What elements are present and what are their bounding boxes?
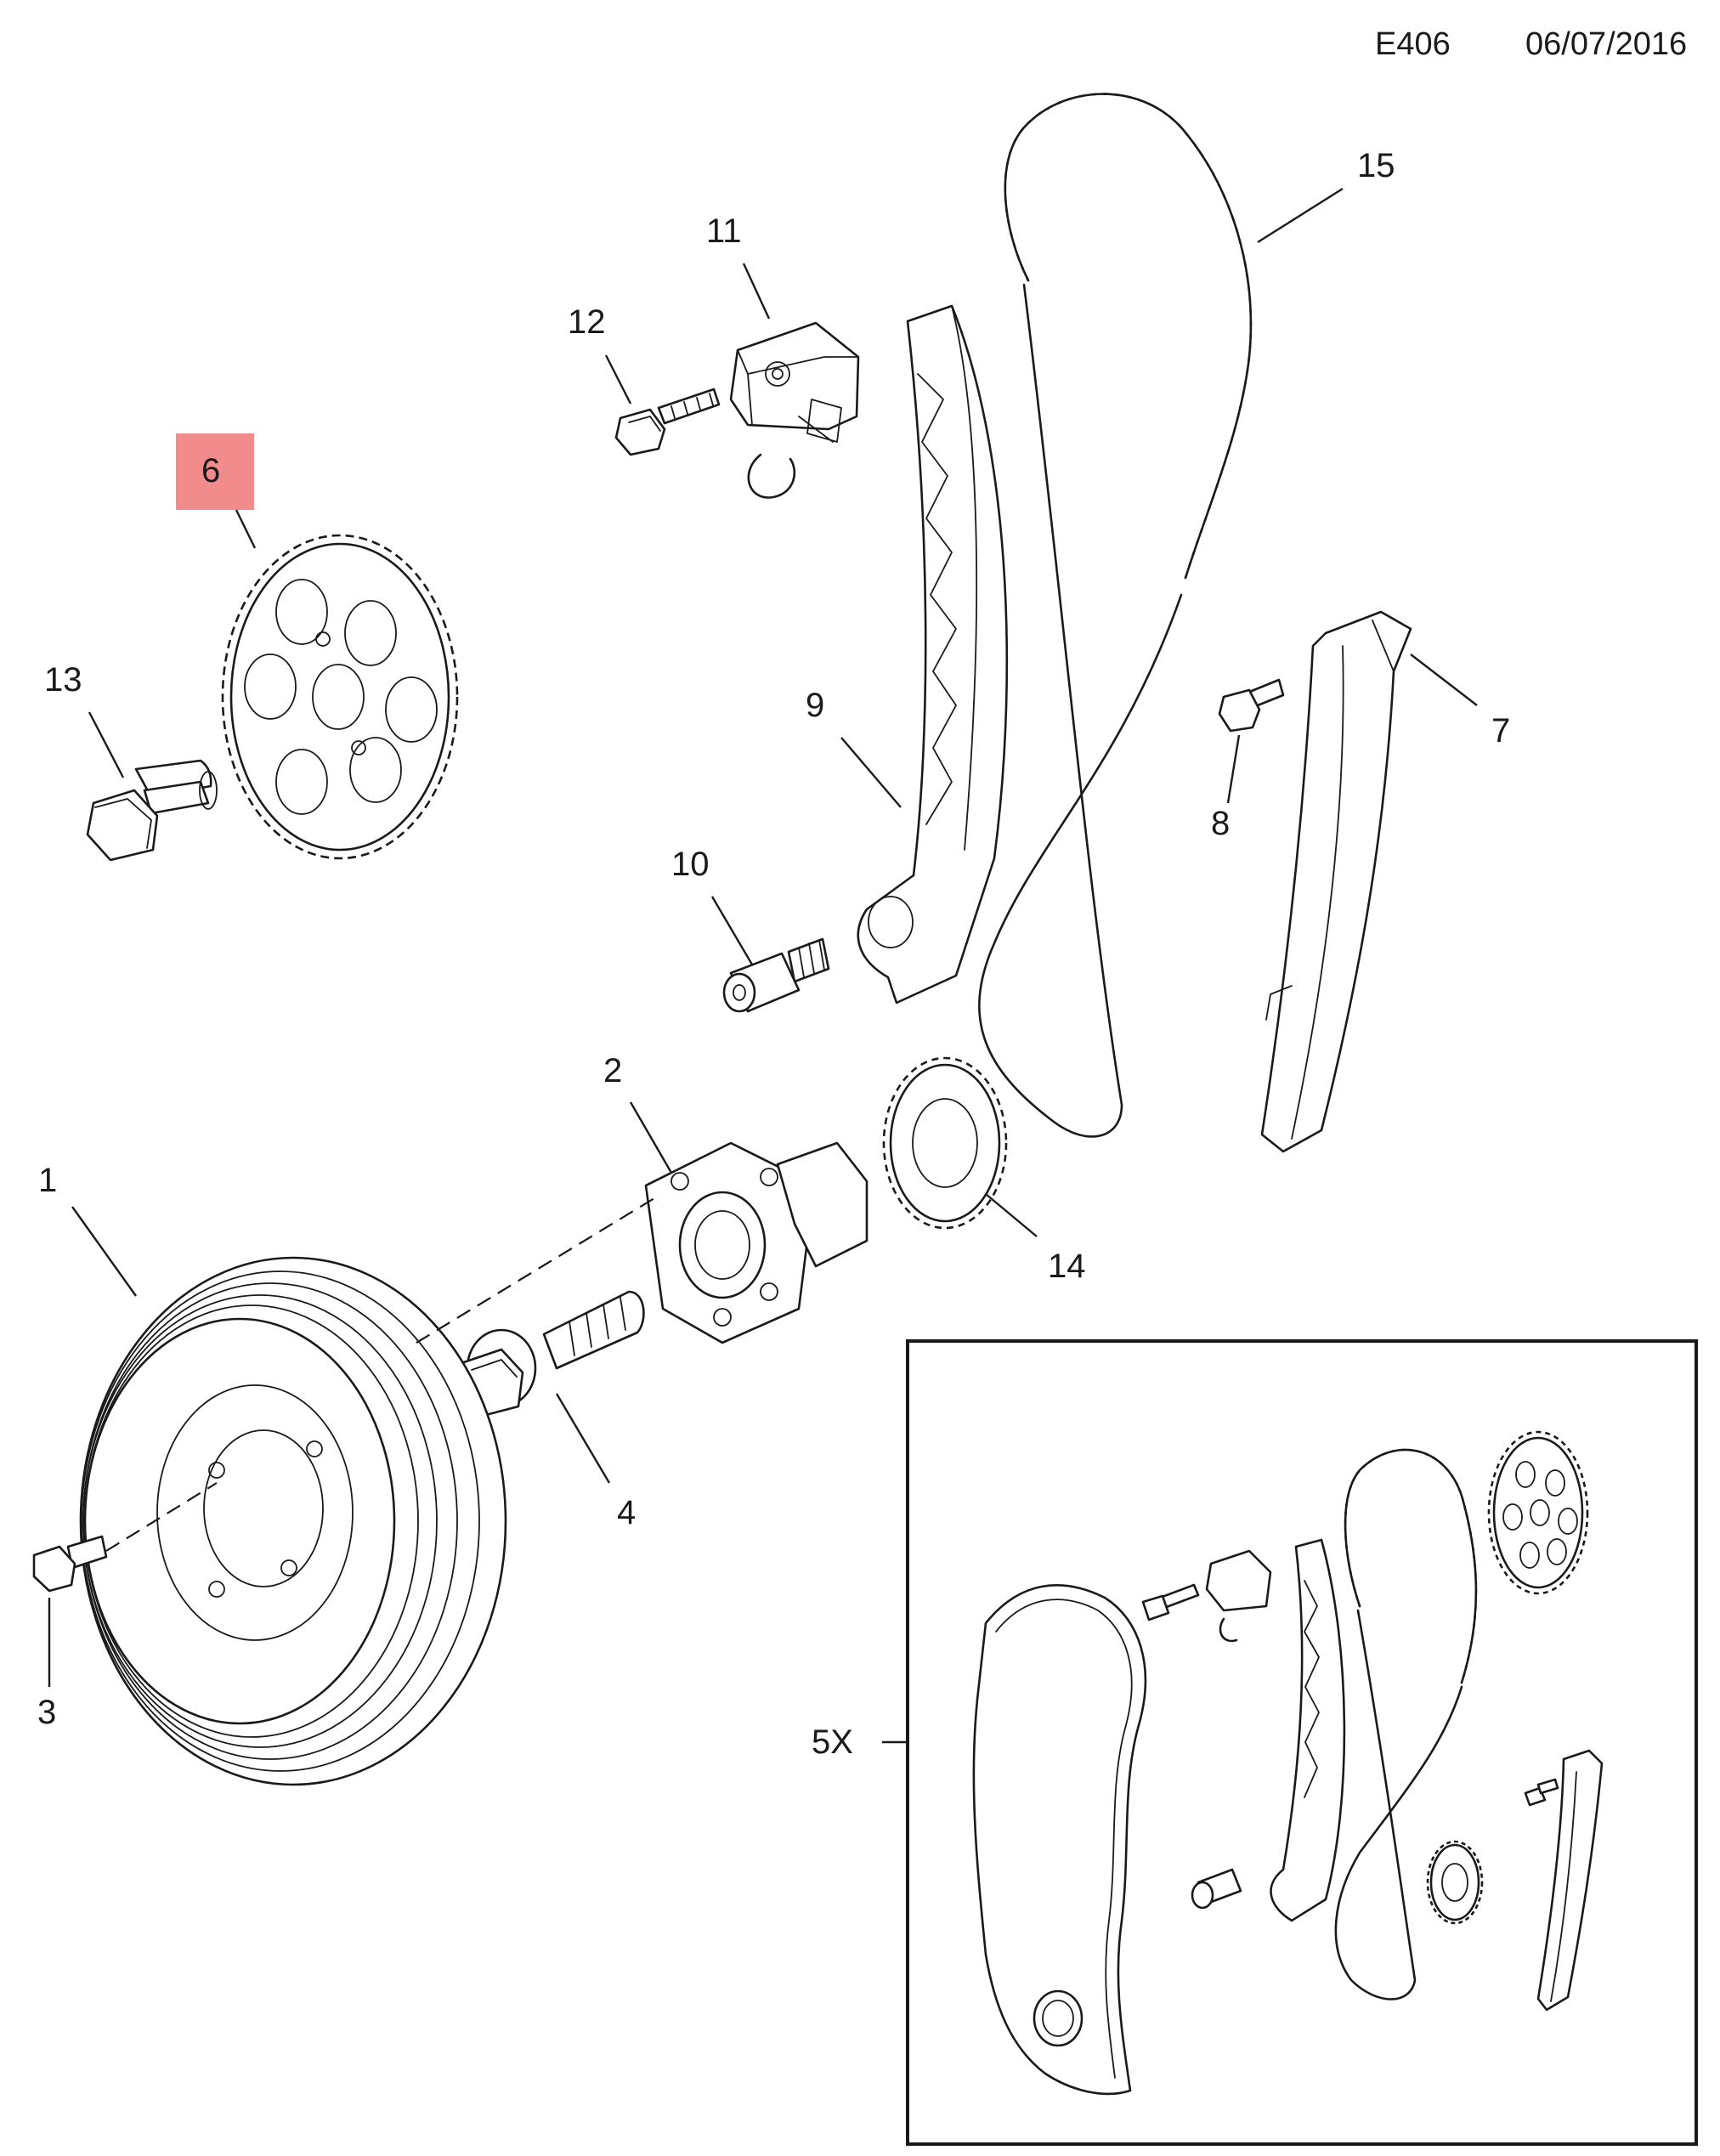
callout-13[interactable]: 13	[44, 661, 125, 778]
part-9-tensioner-rail[interactable]	[857, 304, 1009, 1004]
part-14-crank-sprocket[interactable]	[882, 1056, 1008, 1230]
callout-6[interactable]: 6	[176, 433, 257, 549]
inset-oil-seal	[1033, 1989, 1083, 2047]
callout-5x[interactable]: 5X	[812, 1723, 908, 1761]
part-15-timing-chain[interactable]	[978, 93, 1253, 1138]
callout-label: 1	[38, 1162, 57, 1199]
diagram-date: 06/07/2016	[1525, 26, 1687, 62]
callout-label: 12	[568, 303, 606, 341]
part-13-sprocket-bolt[interactable]	[86, 759, 218, 862]
callout-label: 5X	[812, 1723, 853, 1761]
part-12-tensioner-bolt[interactable]	[614, 388, 721, 456]
callout-label: 9	[806, 687, 824, 724]
callout-2[interactable]: 2	[603, 1052, 673, 1174]
callout-8[interactable]: 8	[1211, 734, 1241, 842]
callout-14[interactable]: 14	[985, 1193, 1086, 1285]
callout-11[interactable]: 11	[706, 212, 771, 320]
part-6-camshaft-sprocket[interactable]	[221, 534, 459, 860]
callout-label: 2	[603, 1052, 622, 1089]
callout-15[interactable]: 15	[1257, 147, 1395, 244]
part-7-guide-rail[interactable]	[1260, 610, 1412, 1153]
part-11-chain-tensioner[interactable]	[729, 321, 860, 499]
callout-label: 7	[1491, 712, 1510, 750]
callout-9[interactable]: 9	[806, 687, 902, 808]
callout-4[interactable]: 4	[555, 1393, 636, 1531]
callout-3[interactable]: 3	[37, 1598, 56, 1731]
callout-10[interactable]: 10	[671, 846, 754, 965]
callout-label: 13	[44, 661, 82, 699]
kit-5x-inset[interactable]	[906, 1339, 1698, 2146]
callout-label: 15	[1357, 147, 1395, 184]
callout-label: 11	[706, 212, 742, 250]
callout-label: 4	[617, 1494, 636, 1531]
inset-cover-gasket	[972, 1584, 1147, 2096]
part-4-pulley-bolt[interactable]	[453, 1290, 645, 1419]
callout-label: 6	[201, 452, 220, 489]
part-2-crankshaft-hub[interactable]	[644, 1141, 868, 1344]
diagram-code: E406	[1375, 26, 1451, 62]
part-8-rail-bolt[interactable]	[1218, 678, 1285, 733]
callout-label: 14	[1048, 1248, 1086, 1285]
callout-7[interactable]: 7	[1410, 654, 1510, 750]
callout-label: 10	[671, 846, 710, 883]
part-10-pivot-bolt[interactable]	[722, 937, 830, 1013]
callout-12[interactable]: 12	[568, 303, 632, 405]
part-3-pulley-bolt[interactable]	[32, 1535, 108, 1593]
highlight-box	[176, 433, 254, 510]
callout-label: 8	[1211, 805, 1230, 842]
callout-1[interactable]: 1	[38, 1162, 137, 1297]
callout-label: 3	[37, 1694, 56, 1731]
part-1-crankshaft-pulley[interactable]	[79, 1256, 507, 1786]
